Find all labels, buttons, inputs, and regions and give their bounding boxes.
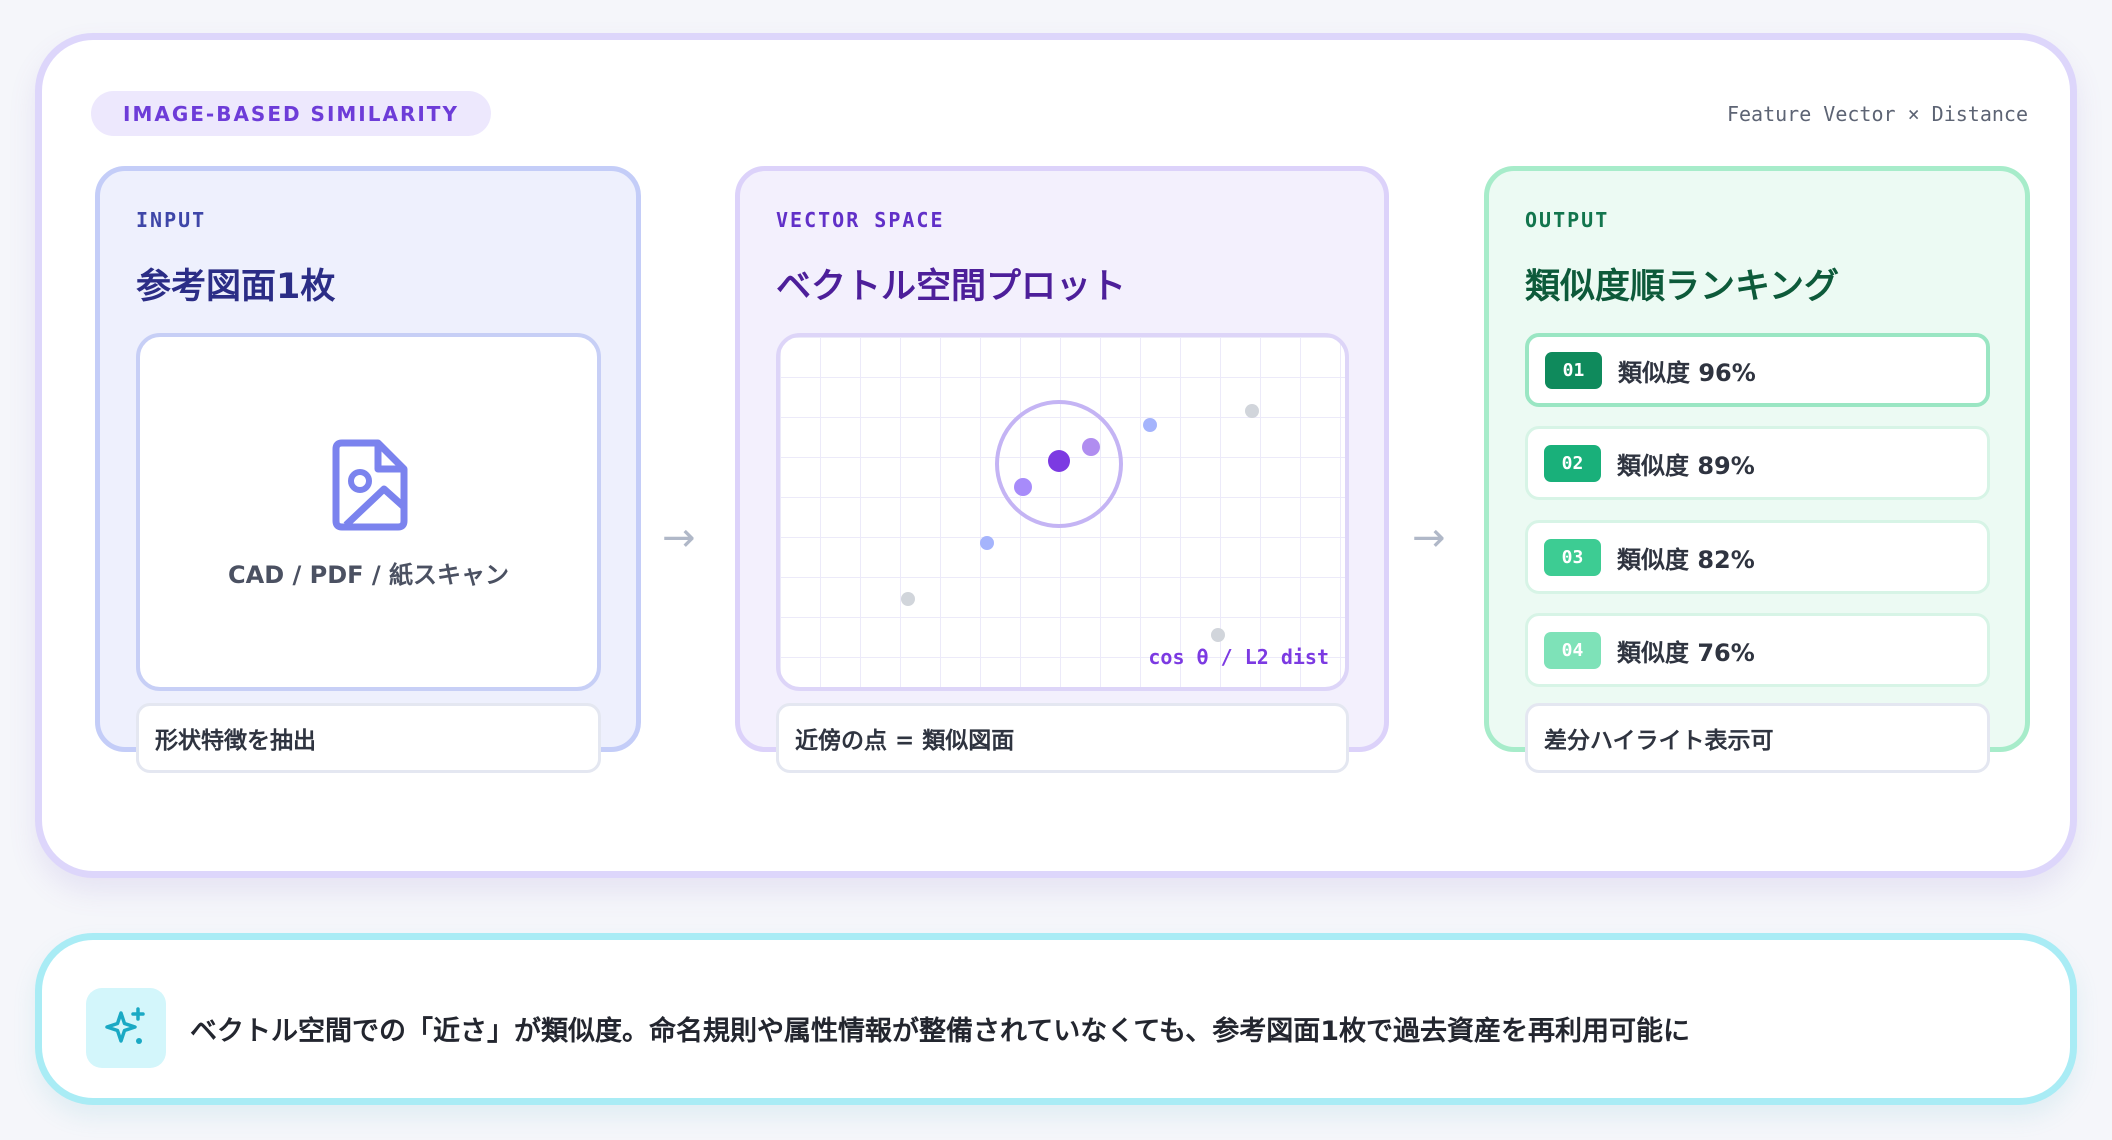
sparkles-icon <box>86 988 166 1068</box>
mid-point <box>980 536 994 550</box>
header-caption: Feature Vector × Distance <box>1726 102 2028 126</box>
output-footer-chip: 差分ハイライト表示可 <box>1525 703 1990 773</box>
vector-stage-label: VECTOR SPACE <box>776 208 945 232</box>
mid-point <box>1143 418 1157 432</box>
input-footer-chip: 形状特徴を抽出 <box>136 703 601 773</box>
rank-badge: 04 <box>1544 631 1601 669</box>
similarity-value: 類似度 76% <box>1617 638 1755 667</box>
similarity-value: 類似度 96% <box>1618 358 1756 387</box>
summary-text: ベクトル空間での「近さ」が類似度。命名規則や属性情報が整備されていなくても、参考… <box>190 1016 1691 1047</box>
ranking-row[interactable]: 02 類似度 89% <box>1525 426 1990 500</box>
similarity-value: 類似度 89% <box>1617 451 1755 480</box>
vector-footer-chip: 近傍の点 = 類似図面 <box>776 703 1349 773</box>
rank-badge: 01 <box>1545 351 1602 389</box>
vector-stage-card: VECTOR SPACE ベクトル空間プロット cos θ / L2 dist … <box>735 166 1389 773</box>
neighbor-point <box>1014 478 1032 496</box>
ranking-row[interactable]: 03 類似度 82% <box>1525 520 1990 594</box>
distance-metric-caption: cos θ / L2 dist <box>1148 645 1329 669</box>
flow-arrow-icon: → <box>1412 515 1446 561</box>
similarity-diagram-panel: IMAGE-BASED SIMILARITY Feature Vector × … <box>35 33 2077 878</box>
far-point <box>901 592 915 606</box>
output-stage-card: OUTPUT 類似度順ランキング 01 類似度 96% 02 類似度 89% 0… <box>1484 166 2030 773</box>
far-point <box>1245 404 1259 418</box>
similarity-value: 類似度 82% <box>1617 545 1755 574</box>
summary-panel: ベクトル空間での「近さ」が類似度。命名規則や属性情報が整備されていなくても、参考… <box>35 933 2077 1105</box>
rank-badge: 03 <box>1544 538 1601 576</box>
far-point <box>1211 628 1225 642</box>
query-point <box>1048 450 1070 472</box>
vector-space-plot: cos θ / L2 dist <box>776 333 1349 691</box>
input-stage-card: INPUT 参考図面1枚 CAD / PDF / 紙スキャン 形状特徴を抽出 <box>95 166 641 773</box>
flow-arrow-icon: → <box>662 515 696 561</box>
ranking-row[interactable]: 01 類似度 96% <box>1525 333 1990 407</box>
output-stage-title: 類似度順ランキング <box>1525 267 1839 307</box>
image-file-icon <box>332 439 408 535</box>
output-stage-label: OUTPUT <box>1525 208 1610 232</box>
rank-badge: 02 <box>1544 444 1601 482</box>
neighbor-point <box>1082 438 1100 456</box>
input-stage-title: 参考図面1枚 <box>136 267 336 307</box>
vector-stage-title: ベクトル空間プロット <box>776 267 1127 307</box>
reference-drawing-dropzone[interactable]: CAD / PDF / 紙スキャン <box>136 333 601 691</box>
section-tag: IMAGE-BASED SIMILARITY <box>91 91 491 136</box>
ranking-row[interactable]: 04 類似度 76% <box>1525 613 1990 687</box>
input-stage-label: INPUT <box>136 208 207 232</box>
dropzone-caption: CAD / PDF / 紙スキャン <box>228 561 509 589</box>
neighborhood-circle <box>995 400 1123 528</box>
